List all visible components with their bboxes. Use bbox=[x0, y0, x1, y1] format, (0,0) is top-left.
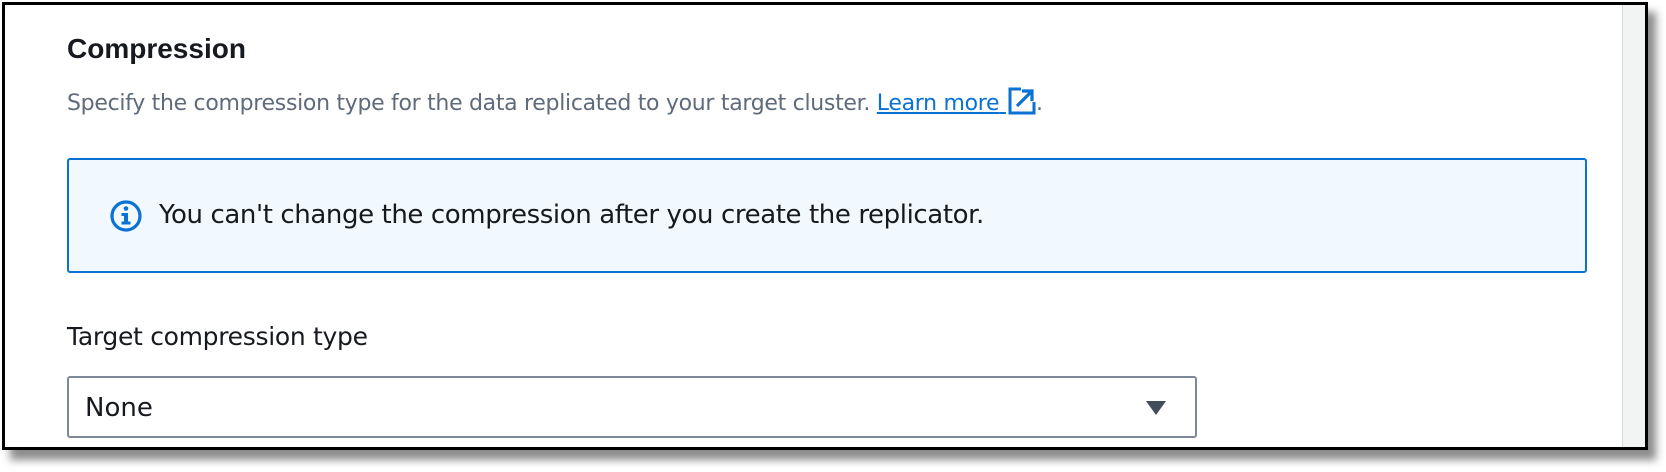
section-title: Compression bbox=[67, 33, 246, 64]
right-panel-edge bbox=[1622, 5, 1645, 447]
description-text: Specify the compression type for the dat… bbox=[67, 91, 871, 116]
caret-down-icon bbox=[1146, 401, 1166, 415]
select-value: None bbox=[85, 393, 153, 423]
target-compression-select[interactable]: None bbox=[67, 376, 1197, 438]
learn-more-link[interactable]: Learn more bbox=[876, 87, 1036, 116]
learn-more-label: Learn more bbox=[876, 91, 1000, 116]
section-description: Specify the compression type for the dat… bbox=[67, 87, 1043, 116]
info-alert: You can't change the compression after y… bbox=[67, 158, 1587, 273]
description-period: . bbox=[1035, 91, 1043, 116]
external-link-icon bbox=[1008, 87, 1036, 115]
info-icon bbox=[110, 200, 142, 232]
info-alert-message: You can't change the compression after y… bbox=[159, 200, 984, 230]
target-compression-label: Target compression type bbox=[67, 322, 368, 351]
compression-panel: Compression Specify the compression type… bbox=[2, 2, 1648, 450]
